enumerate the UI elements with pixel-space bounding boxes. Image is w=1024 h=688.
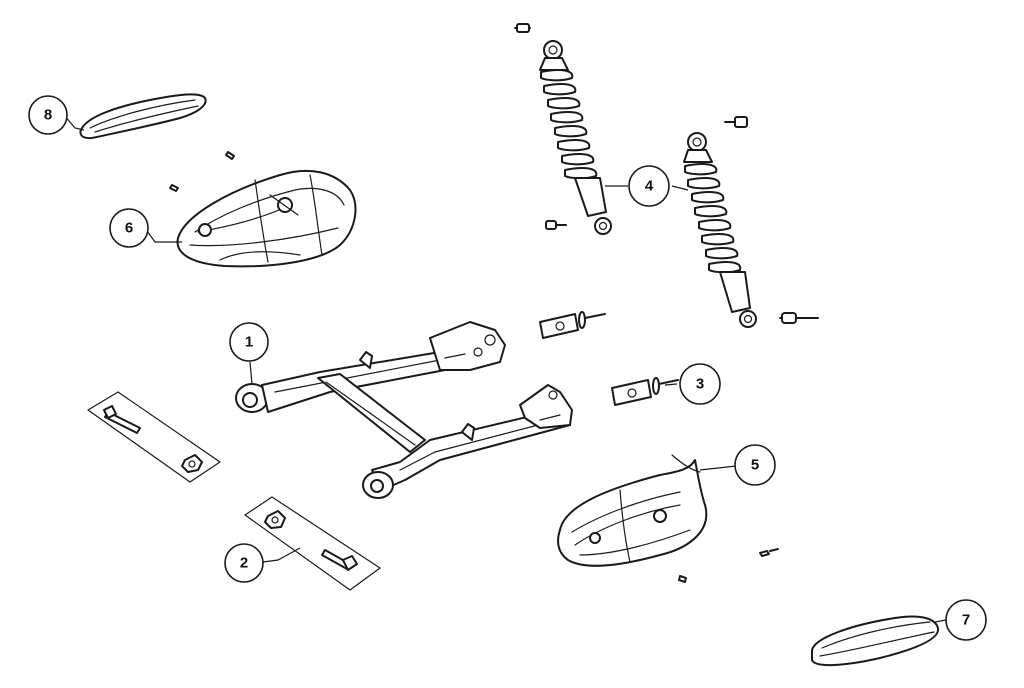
part-2-hardware-kit-lower — [244, 496, 381, 591]
callout-8-label: 8 — [44, 107, 52, 124]
callout-5-label: 5 — [751, 457, 759, 474]
part-1-swing-arm — [235, 321, 573, 499]
part-3-chain-adjuster-upper — [539, 311, 606, 339]
callout-2: 2 — [224, 543, 264, 583]
part-4-shock-right — [683, 116, 819, 328]
callout-6-label: 6 — [125, 220, 133, 237]
leader-lines — [63, 114, 947, 623]
fastener-small — [678, 548, 779, 583]
callout-3-label: 3 — [696, 376, 704, 393]
callout-8: 8 — [28, 95, 68, 135]
callout-1-label: 1 — [245, 334, 253, 351]
part-6-chain-cover — [176, 169, 357, 268]
part-7-trim-cover — [811, 615, 940, 667]
callout-2-label: 2 — [240, 555, 248, 572]
part-3-chain-adjuster-lower — [611, 377, 679, 406]
part-4-shock-left — [514, 23, 612, 235]
callout-3: 3 — [679, 363, 721, 405]
callout-7-label: 7 — [962, 612, 970, 629]
callout-5: 5 — [734, 444, 776, 486]
callout-6: 6 — [109, 208, 149, 248]
fastener-small — [169, 151, 235, 192]
callout-7: 7 — [945, 599, 987, 641]
part-2-hardware-kit-upper — [87, 391, 221, 483]
callout-4: 4 — [628, 165, 670, 207]
part-5-chain-guard — [557, 454, 708, 567]
callout-4-label: 4 — [645, 178, 654, 195]
callout-1: 1 — [229, 322, 269, 362]
part-8-trim-cover — [79, 93, 207, 140]
